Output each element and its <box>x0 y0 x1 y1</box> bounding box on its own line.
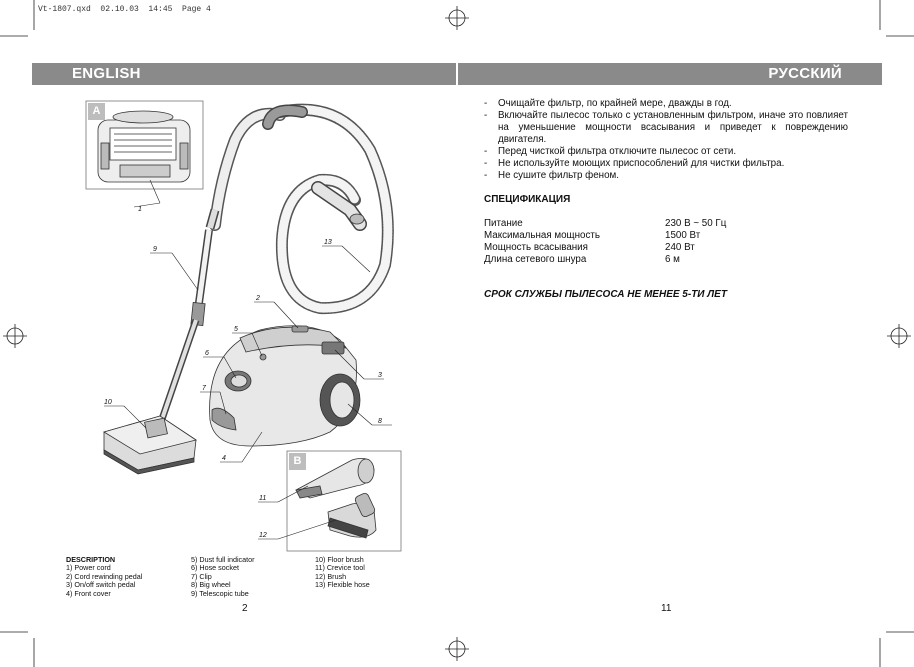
callout-11: 11 <box>259 495 267 502</box>
callout-8: 8 <box>378 418 382 425</box>
list-item: 4) Front cover <box>66 588 111 598</box>
callout-1: 1 <box>138 206 142 213</box>
callout-7: 7 <box>202 385 206 392</box>
callout-5: 5 <box>234 326 238 333</box>
list-item: 2) Cord rewinding pedal <box>66 571 143 581</box>
callout-4: 4 <box>222 455 226 462</box>
list-item: 3) On/off switch pedal <box>66 580 136 590</box>
box-a-label: A <box>88 103 105 120</box>
spec-value: 230 В ~ 50 Гц <box>665 218 727 229</box>
description-col-1: DESCRIPTION 1) Power cord 2) Cord rewind… <box>66 555 143 598</box>
description-col-2: 5) Dust full indicator 6) Hose socket 7)… <box>191 555 255 598</box>
description-col-3: 10) Floor brush 11) Crevice tool 12) Bru… <box>315 555 370 590</box>
callout-3: 3 <box>378 372 382 379</box>
page-number-right: 11 <box>661 603 672 614</box>
header-english: ENGLISH <box>72 65 141 82</box>
list-item: 1) Power cord <box>66 563 111 573</box>
list-item: 6) Hose socket <box>191 563 239 573</box>
list-item: 9) Telescopic tube <box>191 588 249 598</box>
service-life-note: СРОК СЛУЖБЫ ПЫЛЕСОСА НЕ МЕНЕЕ 5-ТИ ЛЕТ <box>484 289 727 300</box>
header-bar-english: ENGLISH <box>32 63 456 85</box>
flexible-hose-drawing <box>205 103 394 315</box>
telescopic-tube-drawing <box>156 229 213 427</box>
spec-value: 240 Вт <box>665 242 695 253</box>
list-item: 5) Dust full indicator <box>191 555 255 564</box>
bullet-item: -Перед чисткой фильтра отключите пылесос… <box>484 146 737 157</box>
brush-drawing <box>327 492 377 539</box>
list-item: 13) Flexible hose <box>315 580 370 590</box>
bullet-item: -Не сушите фильтр феном. <box>484 170 619 181</box>
description-title: DESCRIPTION <box>66 555 116 564</box>
crevice-tool-drawing <box>295 457 375 499</box>
callout-10: 10 <box>104 399 112 406</box>
print-slug: Vt-1807.qxd 02.10.03 14:45 Page 4 <box>38 5 211 14</box>
bullet-item: -Очищайте фильтр, по крайней мере, дважд… <box>484 98 732 109</box>
spec-value: 1500 Вт <box>665 230 701 241</box>
spec-label: Питание <box>484 218 523 229</box>
callout-13: 13 <box>324 239 332 246</box>
header-bar-russian: РУССКИЙ <box>458 63 882 85</box>
bullet-item: -Включайте пылесос только с установленны… <box>484 110 848 145</box>
callout-12: 12 <box>259 532 267 539</box>
floor-brush-drawing <box>103 415 197 475</box>
spec-label: Мощность всасывания <box>484 242 588 253</box>
list-item: 12) Brush <box>315 571 347 581</box>
page-number-left: 2 <box>242 603 248 614</box>
header-russian: РУССКИЙ <box>768 65 842 82</box>
spec-label: Длина сетевого шнура <box>484 254 587 265</box>
filter-detail-drawing <box>97 110 191 183</box>
list-item: 10) Floor brush <box>315 555 364 564</box>
callout-6: 6 <box>205 350 209 357</box>
callout-9: 9 <box>153 246 157 253</box>
spec-label: Максимальная мощность <box>484 230 600 241</box>
list-item: 8) Big wheel <box>191 580 231 590</box>
cleaner-body-drawing <box>209 325 361 447</box>
list-item: 7) Clip <box>191 571 212 581</box>
box-b-label: B <box>289 453 306 470</box>
bullet-item: -Не используйте моющих приспособлений дл… <box>484 158 785 169</box>
spec-value: 6 м <box>665 254 680 265</box>
callout-2: 2 <box>256 295 260 302</box>
spec-title: СПЕЦИФИКАЦИЯ <box>484 194 571 205</box>
list-item: 11) Crevice tool <box>315 563 365 573</box>
